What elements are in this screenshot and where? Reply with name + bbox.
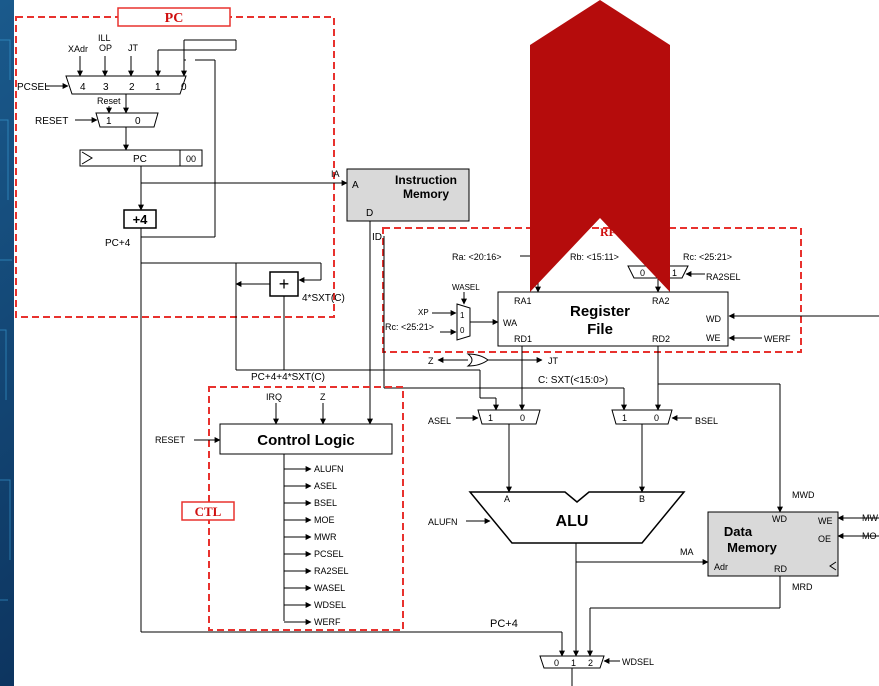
pcsel-signal-label: PCSEL [17,82,50,93]
reset-signal-label: RESET [35,116,68,127]
data-memory-title-2: Memory [727,540,778,555]
rc-left-field-label: Rc: <25:21> [385,322,434,332]
dm-port-wd: WD [772,514,787,524]
branch-adder-input: 4*SXT(C) [302,293,345,304]
werf-rf-label: WERF [764,334,791,344]
ctl-output-moe: MOE [314,515,335,525]
ctl-output-bsel: BSEL [314,498,337,508]
ctl-output-pcsel: PCSEL [314,549,344,559]
rf-port-rd2: RD2 [652,334,670,344]
reset-mux-label: Reset [97,96,121,106]
wasel-input-1: 1 [460,311,465,320]
ra2sel-label: RA2SEL [706,272,741,282]
ra2sel-input-1: 1 [672,268,677,278]
instruction-memory-port-a: A [352,180,359,191]
rf-port-ra1: RA1 [514,296,532,306]
instruction-memory-title-1: Instruction [395,173,457,187]
register-file-title-1: Register [570,303,630,320]
alu-port-a: A [504,494,510,504]
z-output-label: Z [428,356,434,366]
branch-adder-symbol: + [279,274,290,294]
data-memory-title-1: Data [724,524,753,539]
pc-region-label: PC [165,11,184,26]
bsel-label: BSEL [695,416,718,426]
irq-label: IRQ [266,392,282,402]
pcsel-input-4: 4 [80,82,86,93]
pc-register-label: PC [133,154,147,165]
mo-cut-label: MO [862,531,877,541]
pcsel-input-1: 1 [155,82,161,93]
ctl-region-label: CTL [195,504,222,519]
ill-label: ILL [98,33,111,43]
jt-output-label: JT [548,356,559,366]
instruction-memory-title-2: Memory [403,187,449,201]
ra2sel-input-0: 0 [640,268,645,278]
ctl-output-wdsel: WDSEL [314,600,346,610]
op-label: OP [99,43,112,53]
sxt-label: C: SXT(<15:0>) [538,375,608,386]
ctl-output-ra2sel: RA2SEL [314,566,349,576]
pc-register-suffix: 00 [186,154,196,164]
dm-port-adr: Adr [714,562,728,572]
rf-port-rd1: RD1 [514,334,532,344]
dm-port-oe: OE [818,534,831,544]
ma-label: MA [680,547,694,557]
asel-input-0: 0 [520,413,525,423]
control-logic-title: Control Logic [257,432,355,449]
ia-label: IA [331,169,340,179]
wdsel-pc4-label: PC+4 [490,618,518,630]
xadr-label: XAdr [68,44,88,54]
reset-ctl-label: RESET [155,435,186,445]
ctl-output-mwr: MWR [314,532,337,542]
wasel-input-0: 0 [460,326,465,335]
ctl-output-wasel: WASEL [314,583,345,593]
bsel-input-1: 1 [622,413,627,423]
mw-cut-label: MW [862,513,878,523]
z-ctl-label: Z [320,392,326,402]
alu-label: ALU [556,513,589,530]
rf-port-we: WE [706,333,721,343]
reset-mux-input-1: 1 [106,116,112,127]
wasel-label: WASEL [452,283,480,292]
rf-port-ra2: RA2 [652,296,670,306]
alufn-alu-label: ALUFN [428,517,458,527]
plus4-label: +4 [133,212,149,227]
wdsel-label: WDSEL [622,657,654,667]
bsel-input-0: 0 [654,413,659,423]
asel-label: ASEL [428,416,451,426]
mwd-label: MWD [792,490,815,500]
instruction-memory-port-d: D [366,208,373,219]
reset-mux-input-0: 0 [135,116,141,127]
wdsel-input-0: 0 [554,658,559,668]
rb-field-label: Rb: <15:11> [570,252,619,262]
pcsel-input-2: 2 [129,82,135,93]
alu-port-b: B [639,494,645,504]
id-label: ID [372,232,382,243]
wdsel-input-1: 1 [571,658,576,668]
pcsel-input-0: 0 [181,82,187,93]
dm-port-we: WE [818,516,833,526]
branch-adder-output: PC+4+4*SXT(C) [251,372,325,383]
asel-input-1: 1 [488,413,493,423]
mrd-label: MRD [792,582,813,592]
ctl-output-werf: WERF [314,617,341,627]
ctl-output-alufn: ALUFN [314,464,344,474]
register-file-title-2: File [587,321,613,338]
ra-field-label: Ra: <20:16> [452,252,502,262]
bsel-mux [612,410,672,424]
rc-top-field-label: Rc: <25:21> [683,252,732,262]
rf-port-wd: WD [706,314,721,324]
jt-label-pc: JT [128,43,139,53]
xp-label: XP [418,308,429,317]
dm-port-rd: RD [774,564,787,574]
diagram-paper [14,0,879,686]
wdsel-input-2: 2 [588,658,593,668]
pc-plus4-label: PC+4 [105,238,131,249]
pcsel-input-3: 3 [103,82,109,93]
ctl-output-asel: ASEL [314,481,337,491]
rf-port-wa: WA [503,318,517,328]
